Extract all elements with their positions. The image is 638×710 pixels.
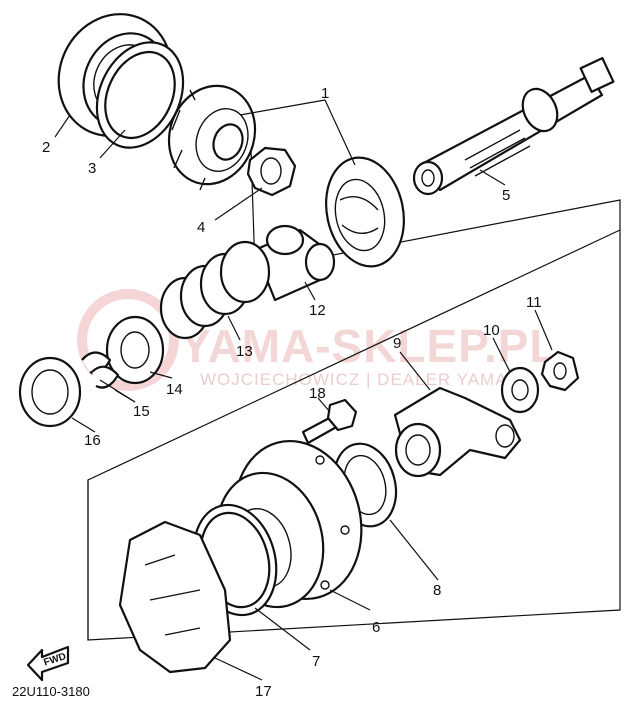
callout-17: 17 bbox=[255, 683, 272, 700]
part-1-bevel-gear bbox=[325, 156, 405, 268]
callout-7: 7 bbox=[312, 653, 320, 670]
part-10-washer bbox=[500, 366, 540, 414]
part-3-shim bbox=[95, 41, 185, 149]
part-13-spring bbox=[159, 240, 271, 340]
part-4-nut bbox=[246, 146, 297, 197]
part-17-plate bbox=[118, 520, 232, 674]
callout-15: 15 bbox=[133, 403, 150, 420]
watermark-dealer: WOJCIECHOWICZ | DEALER YAMAHA bbox=[200, 370, 533, 389]
watermark: YAMA-SKLEP.PL WOJCIECHOWICZ | DEALER YAM… bbox=[77, 289, 559, 391]
callout-4: 4 bbox=[197, 219, 205, 236]
callout-16: 16 bbox=[84, 432, 101, 449]
diagram-code: 22U110-3180 bbox=[12, 684, 90, 699]
callout-5: 5 bbox=[502, 187, 510, 204]
part-9-yoke bbox=[393, 386, 522, 478]
part-14-washer bbox=[105, 315, 165, 385]
fwd-arrow-icon: FWD bbox=[26, 645, 70, 682]
callout-3: 3 bbox=[88, 160, 96, 177]
callout-18: 18 bbox=[309, 385, 326, 402]
part-12-clutch bbox=[253, 224, 336, 302]
callout-9: 9 bbox=[393, 335, 401, 352]
callout-6: 6 bbox=[372, 619, 380, 636]
callout-13: 13 bbox=[236, 343, 253, 360]
part-11-nut bbox=[540, 350, 580, 392]
callout-labels: 1 2 3 4 5 6 7 8 9 10 11 12 13 14 15 16 1… bbox=[42, 85, 542, 700]
callout-10: 10 bbox=[483, 322, 500, 339]
callout-11: 11 bbox=[526, 294, 542, 311]
callout-14: 14 bbox=[166, 381, 183, 398]
part-5-shaft bbox=[412, 57, 615, 196]
callout-8: 8 bbox=[433, 582, 441, 599]
leader-lines bbox=[54, 99, 553, 681]
watermark-brand: YAMA-SKLEP.PL bbox=[180, 320, 559, 372]
part-18-bolt bbox=[301, 398, 358, 445]
callout-12: 12 bbox=[309, 302, 326, 319]
callout-1: 1 bbox=[321, 85, 329, 102]
callout-2: 2 bbox=[42, 139, 50, 156]
part-16-bearing bbox=[18, 356, 82, 428]
part-15-circlips bbox=[81, 351, 120, 389]
part-1-pinion-gear bbox=[167, 84, 257, 191]
